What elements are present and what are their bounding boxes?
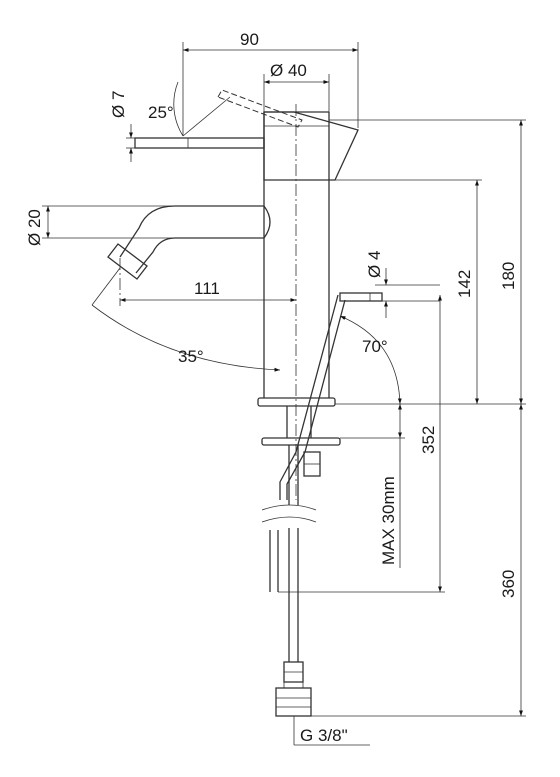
lever-handle (134, 137, 265, 149)
label-angle-35: 35° (178, 347, 204, 366)
dimension-lines (42, 42, 526, 746)
label-142: 142 (455, 270, 474, 298)
label-dia-20: Ø 20 (25, 209, 44, 246)
base-and-mounting (257, 397, 341, 477)
center-lines (119, 104, 297, 500)
faucet-body (217, 89, 359, 398)
label-max-30mm: MAX 30mm (379, 476, 398, 565)
label-360: 360 (499, 570, 518, 598)
label-dia-4: Ø 4 (365, 251, 384, 278)
label-111: 111 (194, 279, 220, 298)
label-angle-25: 25° (148, 103, 174, 122)
label-dia-7: Ø 7 (109, 91, 128, 118)
label-90: 90 (240, 30, 259, 49)
spout (107, 205, 271, 280)
dimension-labels: 90 Ø 40 Ø 7 25° Ø 20 111 35° Ø 4 70° 142… (25, 30, 518, 745)
label-thread-g38: G 3/8" (300, 726, 348, 745)
flex-hose (261, 445, 317, 717)
label-angle-70: 70° (362, 337, 388, 356)
label-180: 180 (499, 262, 518, 290)
label-dia-40: Ø 40 (270, 61, 307, 80)
label-352: 352 (419, 426, 438, 454)
